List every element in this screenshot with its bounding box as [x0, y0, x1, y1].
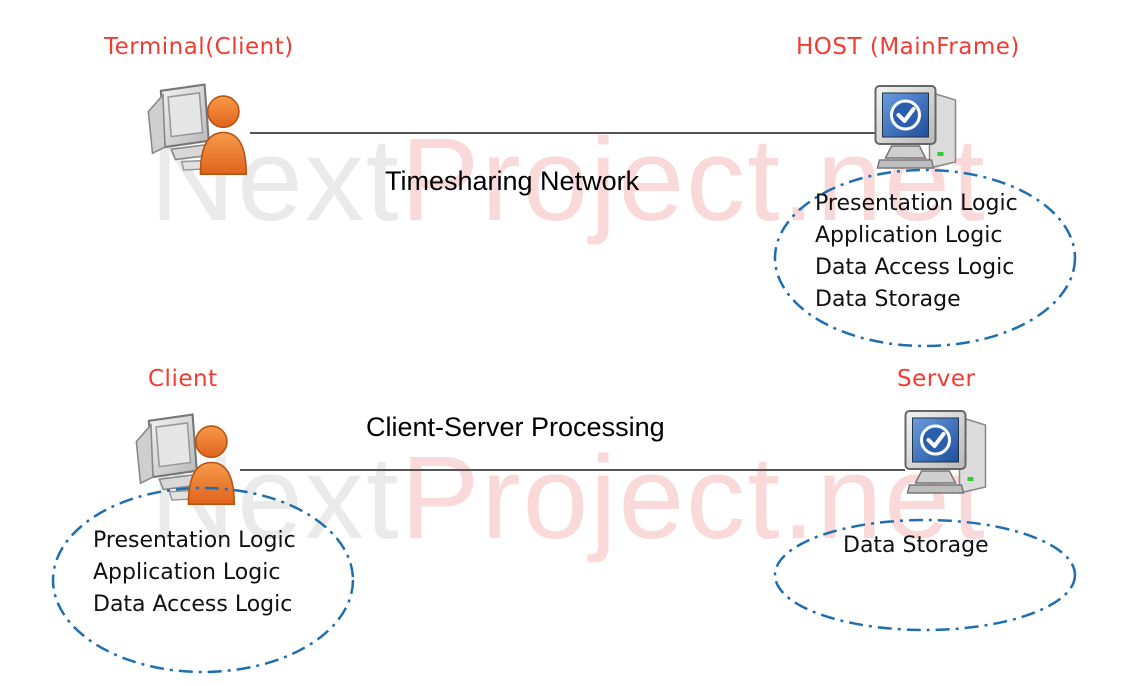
server-logic-list: Data Storage	[843, 530, 989, 562]
client-server-title: Client-Server Processing	[366, 412, 665, 442]
host-logic-ellipse	[773, 168, 1077, 348]
client-logic-presentation: Presentation Logic	[93, 528, 296, 553]
server-icon	[906, 411, 986, 493]
server-logic-ellipse	[773, 518, 1077, 632]
timesharing-title: Timesharing Network	[385, 166, 640, 196]
client-logic-data-access: Data Access Logic	[93, 592, 293, 617]
terminal-user-icon	[147, 83, 248, 176]
host-logic-data-storage: Data Storage	[815, 287, 961, 312]
server-label: Server	[897, 366, 976, 392]
server-logic-data-storage: Data Storage	[843, 533, 989, 558]
host-logic-list: Presentation Logic Application Logic Dat…	[815, 188, 1018, 316]
client-label: Client	[148, 366, 218, 392]
client-logic-ellipse	[51, 486, 355, 674]
mainframe-icon	[876, 86, 956, 168]
host-logic-presentation: Presentation Logic	[815, 191, 1018, 216]
host-logic-data-access: Data Access Logic	[815, 255, 1015, 280]
terminal-client-label: Terminal(Client)	[104, 34, 294, 60]
host-mainframe-label: HOST (MainFrame)	[796, 34, 1020, 60]
client-logic-list: Presentation Logic Application Logic Dat…	[93, 525, 296, 621]
watermark-main: Project.net	[400, 432, 987, 564]
host-logic-application: Application Logic	[815, 223, 1003, 248]
client-logic-application: Application Logic	[93, 560, 281, 585]
client-user-icon	[135, 413, 236, 506]
